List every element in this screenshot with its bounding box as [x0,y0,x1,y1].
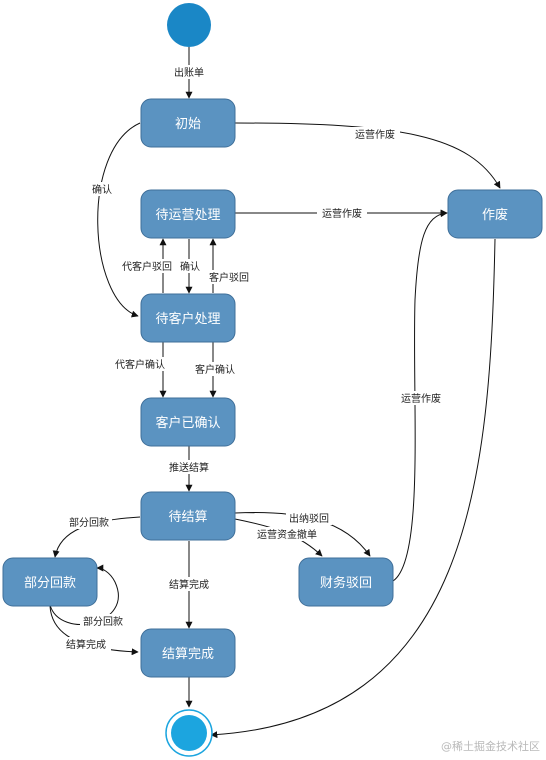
edge-labels: 出账单 运营作废 确认 运营作废 代客户驳回 确认 客户驳回 代客户确认 [61,65,446,651]
state-finance-rejected: 财务驳回 [298,557,394,607]
label-settlement-complete: 结算完成 [164,577,214,591]
svg-text:初始: 初始 [175,117,201,132]
state-voided: 作废 [447,189,543,239]
svg-text:作废: 作废 [482,207,508,223]
svg-text:待结算: 待结算 [168,510,207,525]
label-customer-confirm: 客户确认 [192,362,238,376]
state-pending-ops: 待运营处理 [140,189,236,239]
svg-text:财务驳回: 财务驳回 [320,575,372,591]
svg-text:客户驳回: 客户驳回 [209,271,249,284]
state-partial-payment: 部分回款 [2,557,98,607]
svg-text:待客户处理: 待客户处理 [155,311,220,327]
label-partial-payment-loop: 部分回款 [80,614,126,628]
svg-text:确认: 确认 [92,183,112,196]
svg-text:结算完成: 结算完成 [162,647,214,662]
state-pending-settlement: 待结算 [140,491,236,541]
svg-text:运营作废: 运营作废 [322,207,362,220]
end-node [165,709,213,757]
label-issue-bill: 出账单 [170,65,208,79]
svg-text:客户已确认: 客户已确认 [155,415,220,431]
svg-text:代客户驳回: 代客户驳回 [122,260,172,273]
label-partial-payment-out: 部分回款 [66,515,112,529]
svg-text:待运营处理: 待运营处理 [155,208,220,223]
label-ops-confirm: 确认 [177,259,203,273]
state-customer-confirmed: 客户已确认 [140,397,236,447]
svg-text:运营资金撤单: 运营资金撤单 [257,528,317,541]
edge-ops-void-from-finance [392,210,448,582]
svg-text:结算完成: 结算完成 [66,638,106,651]
state-initial: 初始 [140,98,236,148]
label-ops-void-from-pending: 运营作废 [317,206,367,220]
label-cashier-reject: 出纳驳回 [286,511,332,525]
label-ops-void-from-finance: 运营作废 [396,391,446,405]
states: 初始 待运营处理 作废 待客户处理 客户已确认 待结算 部分回款 [2,3,543,757]
svg-text:运营作废: 运营作废 [355,128,395,141]
label-reject-on-behalf: 代客户驳回 [118,259,176,273]
svg-text:推送结算: 推送结算 [169,461,209,474]
svg-text:客户确认: 客户确认 [195,363,235,376]
watermark: @稀土掘金技术社区 [441,740,540,753]
label-customer-reject: 客户驳回 [206,270,252,284]
state-pending-customer: 待客户处理 [140,293,236,343]
svg-text:代客户确认: 代客户确认 [115,358,165,371]
svg-text:部分回款: 部分回款 [69,516,109,529]
state-settled: 结算完成 [140,628,236,678]
label-partial-settlement-complete: 结算完成 [61,637,111,651]
edge-partial-payment-loop [49,564,119,625]
svg-text:结算完成: 结算完成 [169,578,209,591]
svg-text:部分回款: 部分回款 [83,615,123,628]
label-ops-fund-withdraw: 运营资金撤单 [254,527,320,541]
svg-text:确认: 确认 [180,260,200,273]
start-node [167,3,211,47]
label-confirm-on-behalf: 代客户确认 [111,357,169,371]
edge-voided-to-end [210,238,496,739]
svg-text:出账单: 出账单 [174,66,204,79]
edge-confirm [97,122,141,318]
svg-text:部分回款: 部分回款 [24,576,76,591]
label-push-settlement: 推送结算 [164,460,214,474]
svg-text:出纳驳回: 出纳驳回 [289,512,329,525]
label-ops-void-from-initial: 运营作废 [350,127,400,141]
svg-text:运营作废: 运营作废 [401,392,441,405]
label-confirm: 确认 [89,182,115,196]
edge-ops-void-from-initial [234,122,501,189]
